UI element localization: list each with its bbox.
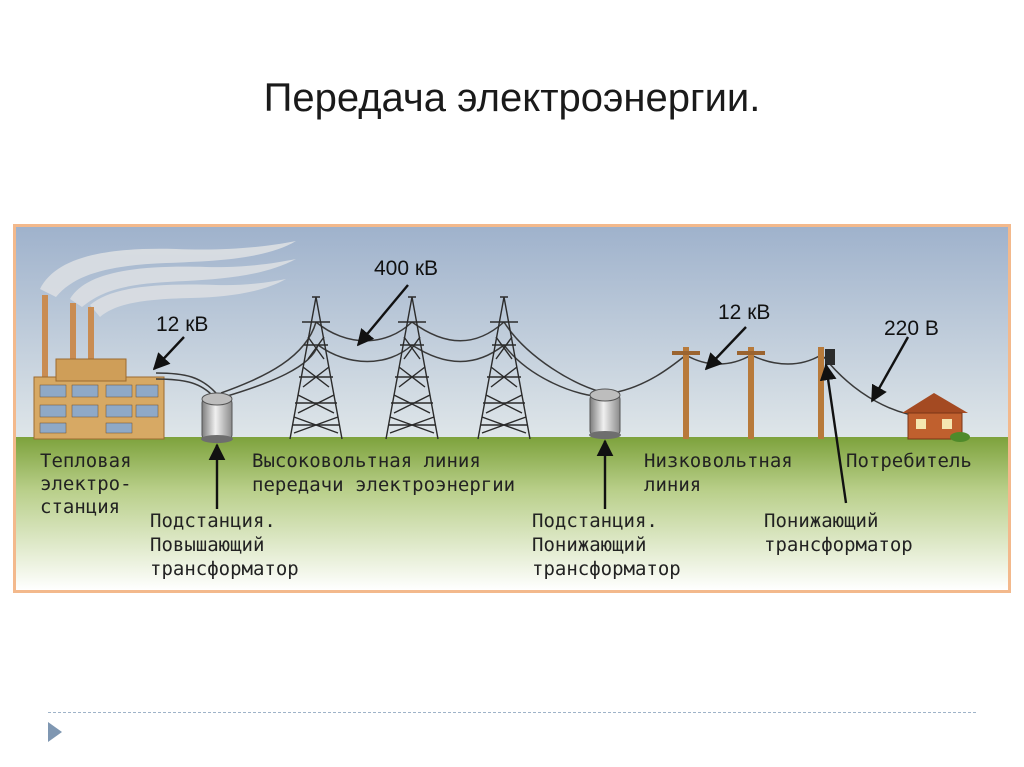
- arrow-400kv: [356, 284, 409, 347]
- lv-pole-3: [818, 347, 835, 439]
- svg-text:трансформатор: трансформатор: [150, 558, 299, 580]
- label-plant: Тепловая электро- станция: [40, 450, 132, 518]
- svg-text:электро-: электро-: [40, 473, 132, 495]
- step-down-substation: [589, 388, 621, 439]
- label-hv-line: Высоковольтная линия передачи электроэне…: [252, 450, 515, 496]
- power-transmission-diagram: 12 кВ 400 кВ 12 кВ 220 В Тепловая электр…: [13, 224, 1011, 593]
- svg-text:станция: станция: [40, 496, 120, 518]
- slide-title: Передача электроэнергии.: [263, 76, 761, 120]
- label-step-up: Подстанция. Повышающий трансформатор: [150, 510, 299, 580]
- label-pole-transformer: Понижающий трансформатор: [764, 510, 913, 556]
- consumer-house: [902, 393, 970, 442]
- lv-pole-1: [672, 347, 700, 439]
- voltage-12kv-lv: 12 кВ: [718, 301, 770, 324]
- svg-text:Подстанция.: Подстанция.: [532, 510, 658, 532]
- voltage-12kv-plant: 12 кВ: [156, 313, 208, 336]
- svg-text:Подстанция.: Подстанция.: [150, 510, 276, 532]
- arrow-12kv-plant: [152, 336, 185, 371]
- svg-text:Высоковольтная линия: Высоковольтная линия: [252, 450, 481, 472]
- svg-text:трансформатор: трансформатор: [532, 558, 681, 580]
- smoke: [40, 241, 296, 317]
- ground: [16, 437, 1008, 590]
- svg-text:линия: линия: [644, 474, 701, 496]
- hv-tower-2: [385, 296, 439, 440]
- power-plant: [33, 295, 165, 440]
- footer-divider: [48, 712, 976, 713]
- svg-text:трансформатор: трансформатор: [764, 534, 913, 556]
- label-consumer: Потребитель: [846, 450, 972, 472]
- arrow-220v: [870, 336, 910, 403]
- svg-text:Понижающий: Понижающий: [532, 534, 646, 556]
- arrow-pole-transformer: [819, 363, 848, 504]
- lv-pole-2: [737, 347, 765, 439]
- next-slide-arrow-icon[interactable]: [48, 722, 62, 742]
- svg-text:Тепловая: Тепловая: [40, 450, 132, 472]
- svg-text:передачи электроэнергии: передачи электроэнергии: [252, 474, 515, 496]
- step-up-substation: [201, 392, 233, 443]
- svg-text:Низковольтная: Низковольтная: [644, 450, 793, 472]
- voltage-400kv: 400 кВ: [374, 257, 438, 280]
- pointer-arrows: [152, 284, 910, 509]
- hv-tower-1: [289, 296, 343, 440]
- svg-text:Понижающий: Понижающий: [764, 510, 878, 532]
- label-step-down: Подстанция. Понижающий трансформатор: [532, 510, 681, 580]
- label-lv-line: Низковольтная линия: [644, 450, 793, 496]
- hv-tower-3: [477, 296, 531, 440]
- diagram-canvas: 12 кВ 400 кВ 12 кВ 220 В Тепловая электр…: [16, 227, 1008, 590]
- arrow-12kv-lv: [704, 326, 747, 371]
- svg-text:Повышающий: Повышающий: [150, 534, 264, 556]
- voltage-220v: 220 В: [884, 317, 939, 340]
